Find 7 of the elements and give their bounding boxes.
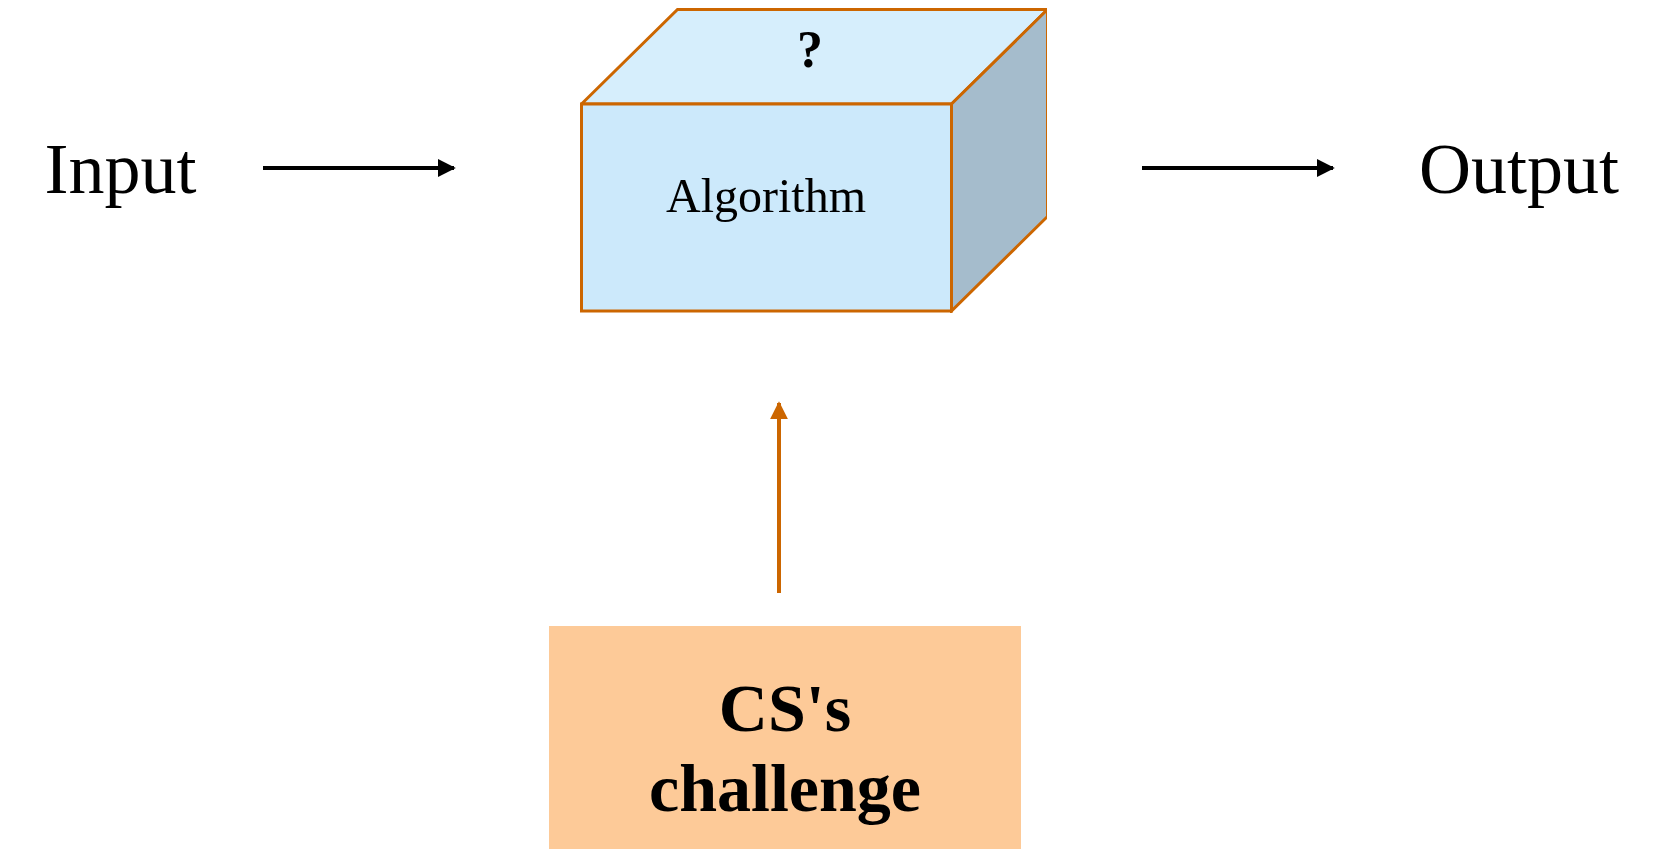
challenge-box: [549, 626, 1021, 849]
box-label: CS's challenge: [648, 668, 922, 828]
arrow: [263, 159, 456, 177]
arrow: [770, 401, 788, 593]
arrow: [1142, 159, 1335, 177]
cube-label: Algorithm: [665, 168, 867, 224]
question-mark: ?: [796, 20, 824, 80]
